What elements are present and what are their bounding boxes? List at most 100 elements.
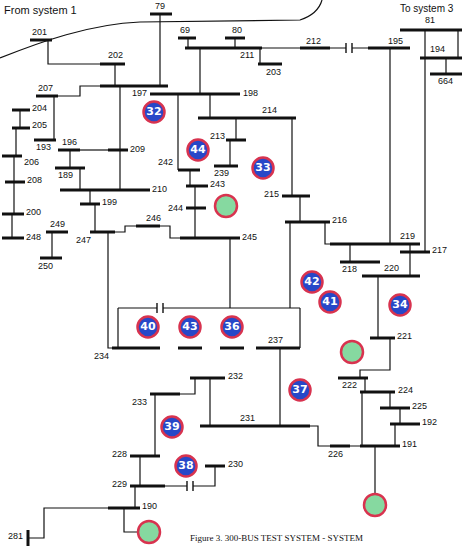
bus-number: 69 (180, 26, 190, 36)
bus-circle: 34 (388, 293, 412, 317)
line-branch (360, 338, 390, 378)
bus-number: 248 (26, 233, 41, 243)
bus-circle: 37 (288, 378, 312, 402)
bus-bar (362, 275, 420, 278)
line-branch (364, 378, 365, 392)
bus-bar (58, 149, 80, 152)
line-branch (279, 348, 280, 426)
bus-number: 664 (438, 77, 453, 87)
line-branch (79, 168, 80, 190)
line-branch (55, 86, 100, 96)
line-branch (189, 170, 190, 186)
bus-bar (2, 237, 24, 240)
bus-number: 214 (262, 106, 277, 116)
bus-number: 198 (243, 89, 258, 99)
line-branch (134, 486, 135, 508)
line-branch (69, 150, 70, 168)
circle-outline (188, 140, 209, 161)
circle-outline (144, 102, 165, 123)
series-capacitor (345, 43, 346, 53)
circle-outline (320, 292, 341, 313)
bus-number: 246 (146, 214, 161, 224)
bus-number: 192 (422, 418, 437, 428)
bus-circle: 40 (136, 315, 160, 339)
line-branch (349, 244, 350, 262)
bus-bar (300, 47, 330, 50)
bus-number: 231 (240, 414, 255, 424)
bus-number: 220 (384, 264, 399, 274)
line-branch (114, 64, 115, 86)
bus-number: 211 (240, 51, 254, 61)
bus-bar (200, 425, 310, 428)
bus-bar (30, 39, 52, 42)
line-branch (12, 14, 458, 538)
series-capacitor (351, 43, 352, 53)
circle-outline (138, 317, 159, 338)
bus-number: 225 (412, 402, 427, 412)
bus-number: 222 (342, 381, 357, 391)
line-branch (394, 424, 395, 446)
bus-number: 244 (168, 204, 183, 214)
line-branch (299, 196, 300, 222)
line-branch (299, 308, 300, 348)
bus-bar (178, 169, 200, 172)
line-branch (119, 86, 120, 190)
bus-marker (364, 494, 386, 516)
bus-bar (185, 47, 262, 50)
bus-number: 206 (24, 158, 39, 168)
bus-number: 210 (152, 185, 167, 195)
bus-number: 201 (32, 28, 47, 38)
circle-outline (302, 272, 323, 293)
bus-bar (46, 231, 68, 234)
bus-circle: 33 (251, 156, 275, 180)
bus-bar (338, 377, 368, 380)
bus-number: 195 (388, 37, 403, 47)
line-branch (94, 204, 95, 232)
bus-number: 221 (397, 332, 412, 342)
callout-number: 36 (224, 321, 239, 333)
line-branch (89, 190, 90, 204)
line-branch (209, 94, 210, 118)
bus-bar (220, 347, 244, 350)
bus-number: 202 (108, 51, 123, 61)
line-branch (51, 232, 52, 258)
line-branch (180, 378, 195, 394)
bus-marker (138, 195, 386, 543)
bus-marker (341, 341, 363, 363)
line-branch (229, 140, 230, 166)
line-branch (160, 226, 180, 238)
series-capacitor (186, 481, 187, 491)
bus-number: 205 (32, 121, 47, 131)
line-branch (291, 118, 292, 196)
bus-circle: 39 (160, 415, 184, 439)
circle-outline (222, 317, 243, 338)
callout-number: 34 (392, 299, 407, 311)
bus-number: 203 (266, 68, 281, 78)
bus-bar (380, 407, 410, 410)
bus-bar (330, 445, 350, 448)
bus-bar (36, 95, 58, 98)
bus-number: 230 (228, 460, 243, 470)
bus-bar (368, 47, 410, 50)
bus-number: 204 (32, 104, 47, 114)
circle-outline (253, 158, 274, 179)
bus-bar (282, 195, 310, 198)
line-branch (11, 214, 12, 238)
bus-number: 217 (432, 246, 447, 256)
line-branch (124, 508, 137, 532)
line-branch (409, 244, 410, 276)
line-branch (259, 48, 260, 64)
bus-marker (138, 521, 160, 543)
bus-number: 243 (210, 180, 225, 190)
bus-number: 237 (268, 336, 283, 346)
callout-number: 39 (164, 421, 179, 433)
bus-bar (40, 257, 62, 260)
bus-number: 212 (306, 37, 321, 47)
line-branch (229, 238, 230, 308)
line-branch (115, 226, 136, 232)
bus-number: 215 (264, 190, 279, 200)
bus-bar (150, 93, 240, 96)
bus-bar (100, 85, 168, 88)
bus-bar (2, 155, 22, 158)
